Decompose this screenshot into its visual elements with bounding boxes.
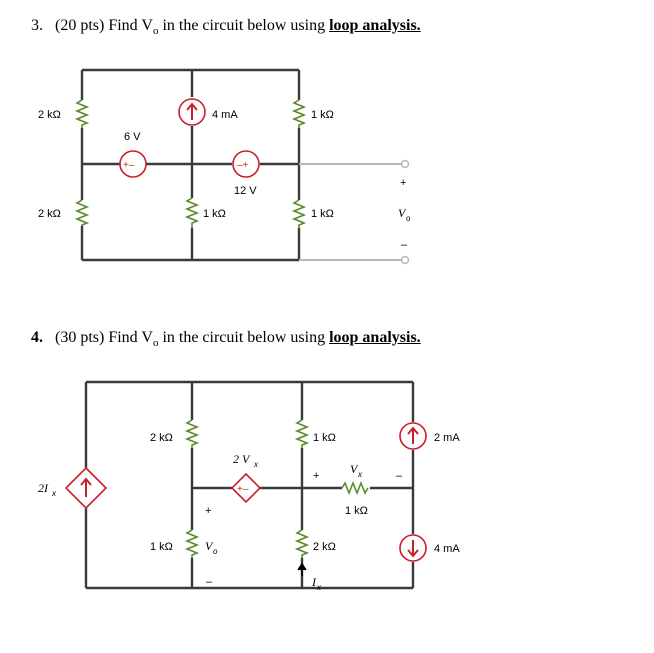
c3-label-r-right-top: 1 kΩ	[311, 109, 334, 121]
q4-middle: in the circuit below using	[158, 329, 330, 346]
c4-label-r-right-bottom: 2 kΩ	[313, 541, 336, 553]
c3-label-r-center-bottom: 1 kΩ	[203, 208, 226, 220]
c4-label-r-mid-bottom: 1 kΩ	[150, 541, 173, 553]
c3-6v-polarity: +–	[123, 160, 135, 171]
q3-emphasis: loop analysis.	[329, 17, 421, 34]
c4-label-vo-sub: o	[213, 547, 218, 556]
c3-voltage-source-12v	[232, 150, 260, 178]
q3-middle: in the circuit below using	[158, 17, 330, 34]
q3-prefix: (20 pts) Find V	[55, 17, 153, 34]
q4-prefix: (30 pts) Find V	[55, 329, 153, 346]
c4-label-plus-vx: +	[313, 470, 319, 482]
c4-resistor-right-bottom	[294, 529, 310, 558]
c4-ix-arrow-up-icon	[297, 562, 307, 576]
c3-resistor-center-bottom	[184, 197, 200, 228]
c4-label-r-right-top: 1 kΩ	[313, 432, 336, 444]
c3-wire-output	[299, 163, 402, 261]
c4-label-r-horizontal: 1 kΩ	[345, 505, 368, 517]
question-3-title: 3. (20 pts) Find Vo in the circuit below…	[31, 17, 421, 37]
c4-label-ix: I	[311, 575, 317, 589]
c3-label-r-left-bottom: 2 kΩ	[38, 208, 61, 220]
c4-label-2vx: 2 V	[233, 452, 251, 466]
c4-label-2vx-sub: x	[253, 460, 259, 469]
c4-label-ix-sub: x	[316, 583, 322, 592]
question-4-title: 4. (30 pts) Find Vo in the circuit below…	[31, 329, 421, 349]
c3-voltage-source-6v	[119, 150, 147, 178]
q3-sub: o	[152, 25, 159, 38]
c4-label-minus-vx: –	[396, 470, 403, 482]
c4-label-2ix: 2I	[38, 481, 49, 495]
c4-4ma-arrow-down-icon	[407, 540, 419, 558]
c4-label-2ix-sub: x	[51, 489, 57, 498]
c4-label-vx: V	[350, 462, 359, 476]
c3-label-r-left-top: 2 kΩ	[38, 109, 61, 121]
c4-dep-current-arrow-up-icon	[80, 477, 92, 497]
c4-label-minus-vo: –	[206, 576, 213, 588]
c4-dependent-voltage-source	[230, 472, 262, 504]
q3-number: 3.	[31, 17, 43, 34]
c4-label-r-mid-top: 2 kΩ	[150, 432, 173, 444]
c4-label-vo: V	[205, 539, 214, 553]
c4-label-2ma: 2 mA	[434, 432, 460, 444]
c4-resistor-right-top	[294, 419, 310, 448]
c3-label-plus: +	[400, 177, 406, 189]
c3-resistor-left-bottom	[74, 199, 90, 226]
c4-dep-voltage-polarity: +–	[237, 484, 249, 495]
q4-number: 4.	[31, 329, 43, 346]
c3-terminal-top	[400, 159, 410, 169]
c3-label-4ma: 4 mA	[212, 109, 238, 121]
c4-label-plus-vo: +	[205, 505, 211, 517]
q4-sub: o	[152, 337, 159, 350]
c4-label-vx-sub: x	[357, 470, 363, 479]
q4-emphasis: loop analysis.	[329, 329, 421, 346]
c3-terminal-bottom	[400, 255, 410, 265]
c3-label-r-right-bottom: 1 kΩ	[311, 208, 334, 220]
c3-resistor-left-top	[74, 99, 90, 128]
c3-label-12v: 12 V	[234, 185, 257, 197]
c4-label-4ma: 4 mA	[434, 543, 460, 555]
c3-resistor-right-top	[291, 99, 307, 128]
c3-label-vo-sub: o	[406, 214, 411, 223]
c4-resistor-horizontal	[341, 480, 369, 496]
circuit-4-diagram: +– 2I x 2 kΩ 2 V x + 1 kΩ V o – 1 kΩ + V…	[38, 380, 460, 592]
c4-resistor-mid-bottom	[184, 529, 200, 558]
c3-resistor-right-bottom	[291, 199, 307, 228]
c3-12v-polarity: –+	[237, 160, 249, 171]
c4-resistor-mid-top	[184, 419, 200, 448]
c3-label-6v: 6 V	[124, 131, 141, 143]
c3-current-arrow-up-icon	[186, 102, 198, 120]
c4-2ma-arrow-up-icon	[407, 426, 419, 444]
c3-label-minus: –	[401, 239, 408, 251]
c3-label-vo: V	[398, 206, 407, 220]
